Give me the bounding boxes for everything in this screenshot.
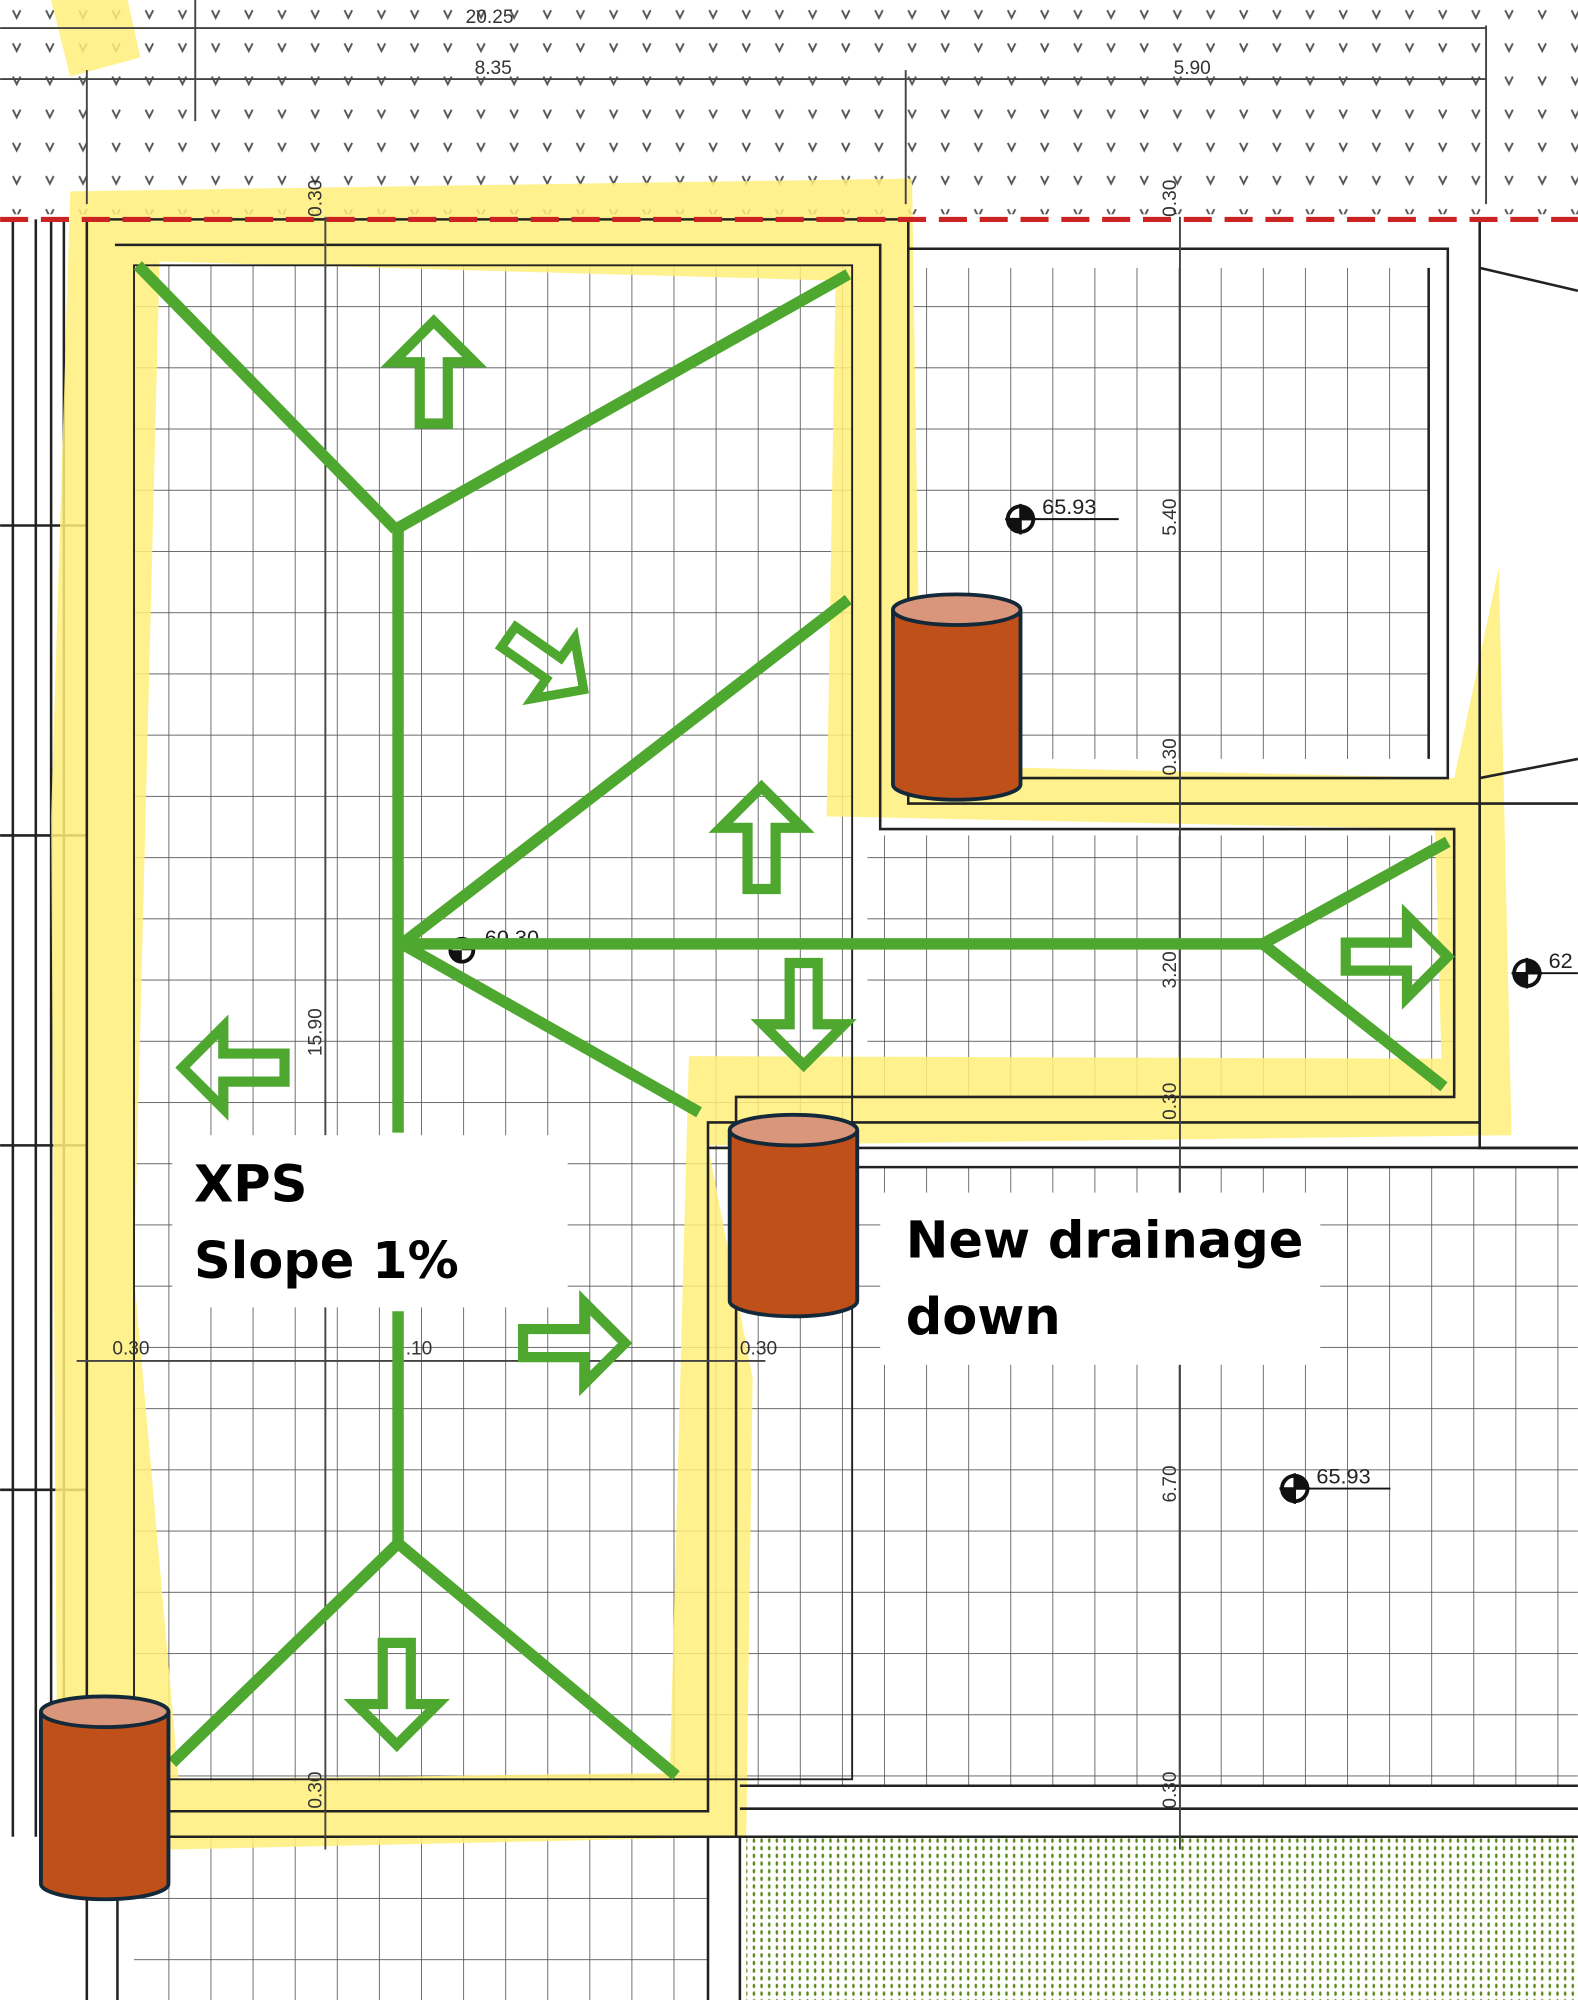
flow-arrow-icon <box>750 957 857 1073</box>
elevation-value: 65.93 <box>1042 494 1096 519</box>
drain-pipe-middle <box>727 1112 860 1319</box>
slope-line <box>394 1538 680 1780</box>
slope-line <box>1260 836 1451 949</box>
flow-arrow-icon <box>343 1637 450 1753</box>
dim-horiz-mid: .10 <box>406 1339 433 1360</box>
drain-pipe-icon <box>39 1711 171 1902</box>
flow-arrow-icon <box>494 620 589 706</box>
slope-line <box>399 938 702 1118</box>
flow-arrow-icon <box>517 1289 633 1397</box>
dim-room-height: 5.40 <box>1160 498 1181 535</box>
slope-lines <box>133 261 1451 1780</box>
dim-top-left: 8.35 <box>475 58 512 79</box>
dim-wall-top-right: 0.30 <box>1160 180 1181 217</box>
elevation-value: 65.93 <box>1316 1463 1370 1488</box>
dim-top-total: 20.25 <box>466 7 514 28</box>
elevation-value: 62 <box>1549 948 1573 973</box>
flow-arrow-icon <box>175 1014 290 1121</box>
slope-line <box>168 1539 403 1767</box>
building-walls <box>85 218 1578 2000</box>
dim-wall-mid-1: 0.30 <box>1160 738 1181 775</box>
flow-arrows <box>175 314 1456 1753</box>
exterior-ground-hatch <box>0 0 1578 215</box>
elevation-marker-top-right: 65.93 <box>1005 494 1119 535</box>
flow-arrow-icon <box>1340 903 1456 1010</box>
drain-pipe-bottom-left <box>39 1694 171 1902</box>
drain-pipe-top-right <box>891 592 1023 802</box>
flow-arrow-icon <box>380 314 487 429</box>
drainage-callout: New drainage down <box>880 1192 1321 1365</box>
slope-line <box>392 269 852 535</box>
drainage-label-line1: New drainage <box>906 1212 1304 1271</box>
dim-horiz-right: 0.30 <box>740 1339 777 1360</box>
dim-wall-top-left: 0.30 <box>306 180 327 217</box>
slope-line <box>133 261 400 534</box>
flow-arrow-icon <box>708 779 815 895</box>
highlight-corner <box>51 0 141 77</box>
dim-wall-bottom-right: 0.30 <box>1160 1771 1181 1808</box>
elevation-marker-right-edge: 62 <box>1511 948 1578 989</box>
slope-line <box>398 594 852 949</box>
insulation-label: XPS <box>194 1156 307 1215</box>
drain-pipe-icon <box>727 1130 860 1319</box>
green-area-hatch <box>746 1836 1578 2000</box>
xps-slope-callout: XPS Slope 1% <box>172 1135 568 1308</box>
dimension-lines <box>0 0 1488 1850</box>
dim-top-right: 5.90 <box>1174 58 1211 79</box>
drainage-label-line2: down <box>906 1288 1061 1347</box>
elevation-marker-bottom-right: 65.93 <box>1279 1463 1391 1504</box>
floor-grid <box>134 265 1578 2000</box>
dim-corridor-height: 3.20 <box>1160 951 1181 988</box>
dim-left-wing: 15.90 <box>306 1008 327 1056</box>
dim-wall-mid-2: 0.30 <box>1160 1083 1181 1120</box>
slope-label: Slope 1% <box>194 1232 459 1291</box>
dim-horiz-left: 0.30 <box>112 1339 149 1360</box>
slope-line <box>1259 939 1448 1092</box>
dim-wall-bottom-left: 0.30 <box>306 1771 327 1808</box>
drain-pipe-icon <box>891 609 1023 802</box>
dim-bottom-room: 6.70 <box>1160 1465 1181 1502</box>
